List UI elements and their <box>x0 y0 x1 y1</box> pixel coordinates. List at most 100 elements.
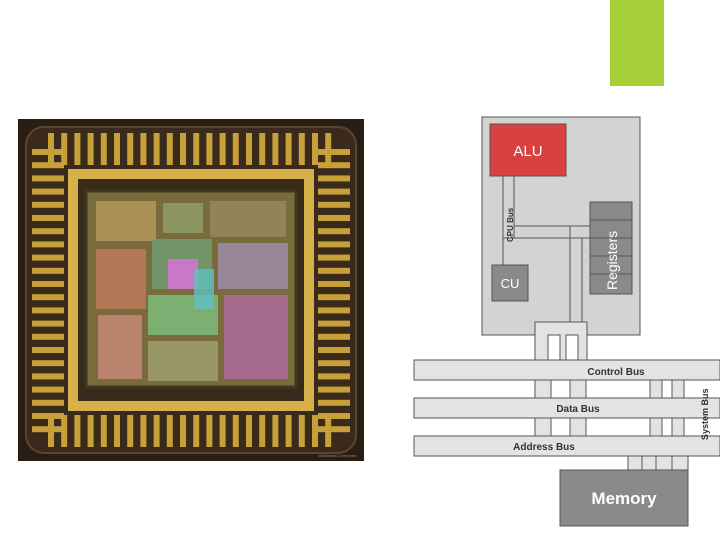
bond-pad <box>285 133 292 165</box>
bond-pad <box>318 426 350 433</box>
bond-pad <box>318 307 350 314</box>
bus-link <box>534 417 552 437</box>
bond-pad <box>318 215 350 221</box>
cu-block <box>491 264 529 302</box>
cpu-bus-label: CPU Bus <box>506 207 515 242</box>
bond-pad <box>32 373 64 380</box>
bond-pad <box>140 415 147 447</box>
bus-link <box>671 417 685 437</box>
memory-block <box>559 469 689 527</box>
accent-bar <box>610 0 664 86</box>
address-bus-label: Address Bus <box>513 442 575 453</box>
alu-label: ALU <box>513 143 542 160</box>
bond-pad <box>272 415 279 447</box>
bond-pad <box>206 133 213 165</box>
bond-pad <box>74 133 81 165</box>
bond-pad <box>32 294 64 301</box>
control-bus-label: Control Bus <box>587 367 645 378</box>
bond-pad <box>246 133 252 165</box>
bond-pad <box>32 413 64 419</box>
bond-pad <box>32 149 64 155</box>
gold-ring <box>68 169 314 411</box>
bond-pad <box>318 413 350 419</box>
die-circuitry <box>96 201 288 381</box>
bond-pad <box>32 175 64 182</box>
bond-pad <box>219 133 226 165</box>
bond-pad <box>232 133 239 165</box>
bond-pad <box>153 133 160 165</box>
cpu-connector <box>534 321 588 361</box>
bond-pad <box>32 267 64 274</box>
circuit-block <box>98 315 142 379</box>
circuit-block <box>224 295 288 379</box>
circuit-block <box>218 243 288 289</box>
bond-pad <box>87 415 94 447</box>
bond-pad <box>127 415 134 447</box>
bond-pad <box>246 415 252 447</box>
bus-link <box>569 417 587 437</box>
bond-pad <box>318 188 350 195</box>
bond-pad <box>87 133 94 165</box>
bond-pad <box>32 281 64 287</box>
bus-link <box>649 417 663 437</box>
circuit-block <box>148 341 218 381</box>
bond-pad <box>318 241 350 248</box>
bond-pad <box>32 162 64 169</box>
bond-pad <box>206 415 213 447</box>
data-bus-label: Data Bus <box>556 404 600 415</box>
bond-pad <box>318 149 350 155</box>
bond-pad <box>32 201 64 208</box>
photo-caption: Wikimedia Commons <box>318 453 356 458</box>
bond-pad <box>32 347 64 353</box>
bond-pad <box>318 201 350 208</box>
bond-pad <box>166 415 173 447</box>
bond-pads <box>32 133 350 447</box>
bond-pad <box>32 333 64 340</box>
bond-pad <box>32 241 64 248</box>
bond-pad <box>32 360 64 367</box>
bus-link <box>649 379 663 399</box>
cpu-bus-diagram: ALU CPU Bus Registers CU Control Bus Dat… <box>413 116 720 527</box>
bond-pad <box>61 415 68 447</box>
memory-label: Memory <box>591 489 657 508</box>
bond-pad <box>140 133 147 165</box>
memory-connector <box>627 455 689 471</box>
bond-pad <box>232 415 239 447</box>
bond-pad <box>318 386 350 393</box>
bond-pad <box>32 426 64 433</box>
bond-pad <box>318 373 350 380</box>
bus-link <box>534 379 552 399</box>
bus-link <box>671 379 685 399</box>
circuit-block <box>96 249 146 309</box>
bond-pad <box>180 133 186 165</box>
circuit-block <box>163 203 203 233</box>
bond-pad <box>318 267 350 274</box>
bond-pad <box>32 386 64 393</box>
bond-pad <box>318 399 350 406</box>
circuit-block <box>96 201 156 241</box>
bond-pad <box>318 254 350 261</box>
circuit-block <box>210 201 286 237</box>
address-bus <box>413 435 720 457</box>
bond-pad <box>325 133 332 165</box>
bond-pad <box>74 415 81 447</box>
circuit-block <box>168 259 198 289</box>
bond-pad <box>298 133 305 165</box>
control-bus <box>413 359 720 381</box>
bus-link <box>569 379 587 399</box>
bond-pad <box>193 133 200 165</box>
bond-pad <box>153 415 160 447</box>
bond-pad <box>114 415 120 447</box>
bond-pad <box>272 133 279 165</box>
bond-pad <box>285 415 292 447</box>
registers-label: Registers <box>604 231 620 290</box>
bond-pad <box>32 307 64 314</box>
bond-pad <box>32 320 64 327</box>
system-bus-label: System Bus <box>700 388 710 440</box>
bond-pad <box>259 133 266 165</box>
bond-pad <box>32 188 64 195</box>
bond-pad <box>318 320 350 327</box>
bond-pad <box>166 133 173 165</box>
bond-pad <box>318 294 350 301</box>
alu-block <box>489 123 567 177</box>
